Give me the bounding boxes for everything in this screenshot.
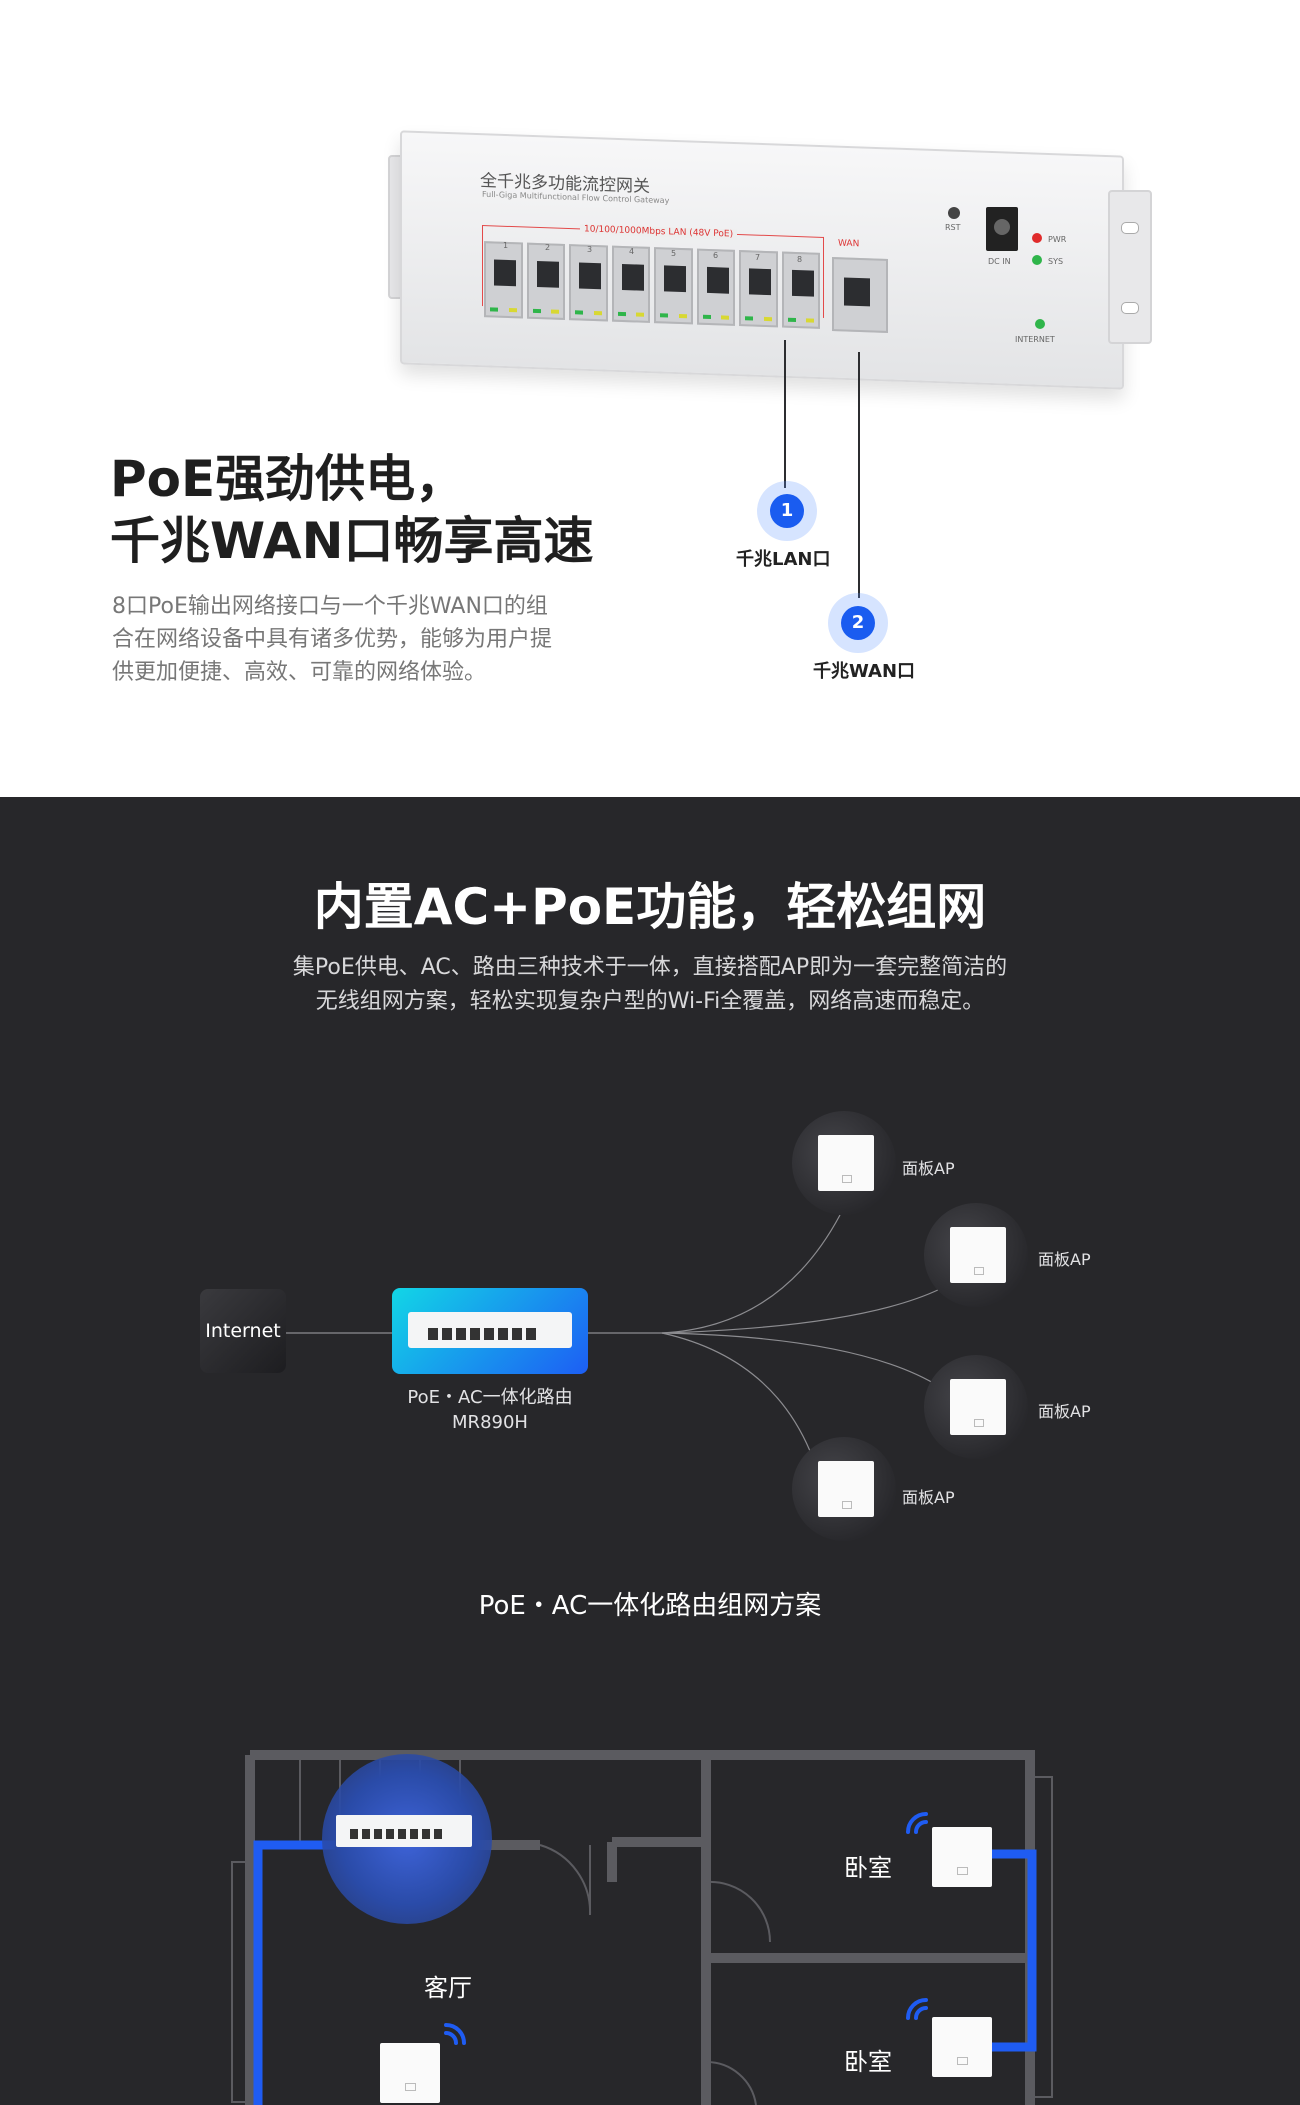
pwr-label: PWR (1048, 235, 1067, 244)
wan-port-label: WAN (838, 238, 860, 250)
ap-link-line (661, 1332, 941, 1388)
wifi-icon (914, 1820, 928, 1834)
section-subtitle-line: 集PoE供电、AC、路由三种技术于一体，直接搭配AP即为一套完整简洁的 (292, 955, 1008, 980)
hero-title-line: 千兆WAN口畅享高速 (110, 512, 594, 570)
sys-led-icon (1032, 255, 1042, 265)
ap-node (792, 1111, 896, 1215)
sys-label: SYS (1048, 257, 1064, 266)
floor-plan (231, 1750, 1053, 2105)
dc-in-jack (986, 207, 1018, 251)
room-label: 客厅 (424, 1974, 472, 2002)
lan-port (654, 247, 693, 325)
network-lines (286, 1214, 941, 1452)
panel-ap-icon (380, 2043, 440, 2103)
wan-port (832, 257, 888, 333)
ap-label: 面板AP (1038, 1250, 1091, 1269)
hero-body-line: 8口PoE输出网络接口与一个千兆WAN口的组 (112, 594, 548, 619)
door-swing (539, 1844, 592, 1916)
port-number: 2 (545, 243, 551, 252)
lan-ports (484, 241, 820, 329)
panel-ap-icon (950, 1379, 1006, 1435)
callout-label-wan: 千兆WAN口 (813, 661, 916, 682)
hero-body-line: 供更加便捷、高效、可靠的网络体验。 (112, 660, 487, 685)
wifi-icon (906, 1812, 928, 1834)
panel-ap-icon (950, 1227, 1006, 1283)
ap-node (924, 1203, 1028, 1307)
hero-body: 8口PoE输出网络接口与一个千兆WAN口的组 合在网络设备中具有诸多优势，能够为… (112, 590, 612, 689)
mount-hole (1121, 302, 1139, 314)
wifi-icon (444, 2031, 458, 2045)
lan-port (696, 248, 735, 326)
port-number: 7 (755, 253, 761, 262)
section-title: 内置AC+PoE功能，轻松组网 (313, 878, 987, 936)
wan-lead-line (858, 352, 860, 598)
section-subtitle-line: 无线组网方案，轻松实现复杂户型的Wi-Fi全覆盖，网络高速而稳定。 (315, 989, 985, 1014)
port-number: 5 (671, 249, 677, 258)
router-node (392, 1288, 588, 1374)
room-label: 卧室 (844, 1854, 892, 1882)
lan-lead-line (784, 340, 786, 488)
door-swing (705, 2060, 757, 2105)
mount-hole (1121, 222, 1139, 234)
hero-body-line: 合在网络设备中具有诸多优势，能够为用户提 (112, 627, 553, 652)
wifi-icon (914, 2006, 928, 2020)
ap-link-line (661, 1288, 941, 1334)
port-number: 8 (797, 255, 803, 264)
panel-ap-icon (818, 1135, 874, 1191)
ap-link-line (661, 1332, 811, 1452)
dc-in-label: DC IN (988, 257, 1011, 266)
diagram-caption: PoE・AC一体化路由组网方案 (478, 1591, 822, 1621)
lan-port (484, 241, 523, 319)
gateway-device-image: 全千兆多功能流控网关 Full-Giga Multifunctional Flo… (388, 130, 1155, 405)
internet-node: Internet (200, 1289, 286, 1373)
internet-label: INTERNET (1015, 335, 1055, 344)
pwr-led-icon (1032, 233, 1042, 243)
router-caption-line: PoE・AC一体化路由 (407, 1387, 573, 1408)
door-swing (705, 1880, 772, 1943)
ap-node (924, 1355, 1028, 1459)
callout-number: 2 (841, 606, 875, 640)
port-number: 3 (587, 245, 593, 254)
router-caption: PoE・AC一体化路由 MR890H (370, 1385, 610, 1435)
hero-title-line: PoE强劲供电， (110, 450, 466, 508)
ethernet-cable (253, 1840, 335, 2105)
ethernet-cable (990, 1849, 1037, 2052)
ap-node (792, 1437, 896, 1541)
router-icon (336, 1815, 472, 1847)
ac-poe-section: 内置AC+PoE功能，轻松组网 集PoE供电、AC、路由三种技术于一体，直接搭配… (0, 797, 1300, 2105)
ap-label: 面板AP (1038, 1402, 1091, 1421)
hero-title: PoE强劲供电， 千兆WAN口畅享高速 (110, 448, 593, 572)
ap-link-line (661, 1214, 841, 1334)
room-label: 卧室 (844, 2048, 892, 2076)
rack-ear-right (1108, 190, 1152, 344)
window-frame (231, 1861, 251, 2103)
section-subtitle: 集PoE供电、AC、路由三种技术于一体，直接搭配AP即为一套完整简洁的 无线组网… (250, 951, 1050, 1019)
router-icon (408, 1312, 572, 1348)
port-number: 4 (629, 247, 635, 256)
reset-button-icon (948, 207, 960, 219)
port-number: 6 (713, 251, 719, 260)
lan-port (526, 242, 565, 320)
ap-label: 面板AP (902, 1159, 955, 1178)
ap-label: 面板AP (902, 1488, 955, 1507)
callout-badge-wan: 2 (828, 593, 888, 653)
port-number: 1 (503, 241, 509, 250)
router-model: MR890H (452, 1412, 528, 1433)
panel-ap-icon (818, 1461, 874, 1517)
lan-port (569, 244, 608, 322)
callout-badge-lan: 1 (757, 481, 817, 541)
internet-led-icon (1035, 319, 1045, 329)
poe-feature-section: 全千兆多功能流控网关 Full-Giga Multifunctional Flo… (0, 0, 1300, 797)
lan-port (611, 245, 650, 323)
callout-label-lan: 千兆LAN口 (736, 549, 831, 570)
rst-label: RST (945, 223, 961, 232)
panel-ap-icon (932, 2017, 992, 2077)
panel-ap-icon (932, 1827, 992, 1887)
wifi-icon (444, 2023, 466, 2045)
callout-number: 1 (770, 494, 804, 528)
wifi-icon (906, 1998, 928, 2020)
